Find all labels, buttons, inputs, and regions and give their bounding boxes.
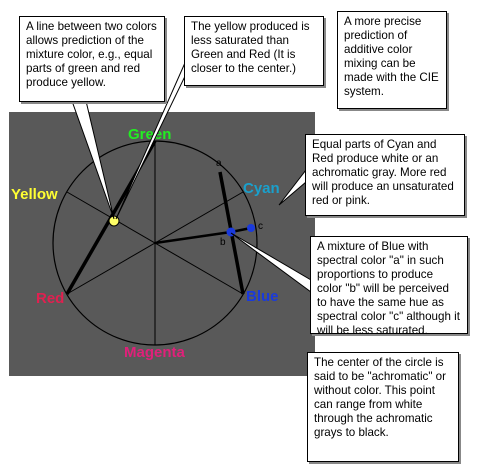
leader-blue-spectral: [230, 232, 312, 293]
label-cyan: Cyan: [243, 180, 280, 197]
point-label-c: c: [258, 221, 263, 232]
label-green: Green: [128, 126, 171, 143]
point-label-a: a: [216, 158, 222, 169]
leader-line-between-colors: [71, 100, 115, 220]
label-red: Red: [36, 290, 64, 307]
mix-line-center-b: [154, 230, 232, 245]
label-magenta: Magenta: [124, 344, 186, 361]
label-yellow: Yellow: [11, 186, 58, 203]
callout-line-between-colors: A line between two colors allows predict…: [19, 16, 165, 102]
callout-center-achromatic: The center of the circle is said to be "…: [307, 352, 459, 462]
point-label-b: b: [220, 237, 226, 248]
leader-cyan-red: [278, 168, 307, 206]
diagram-panel: [9, 112, 315, 376]
label-blue: Blue: [246, 288, 279, 305]
mix-point-c: [247, 224, 255, 232]
callout-blue-spectral: A mixture of Blue with spectral color "a…: [310, 236, 468, 337]
callout-yellow-saturation: The yellow produced is less saturated th…: [184, 16, 324, 86]
callout-cyan-red: Equal parts of Cyan and Red produce whit…: [305, 134, 465, 216]
callout-cie-system: A more precise prediction of additive co…: [337, 11, 447, 109]
